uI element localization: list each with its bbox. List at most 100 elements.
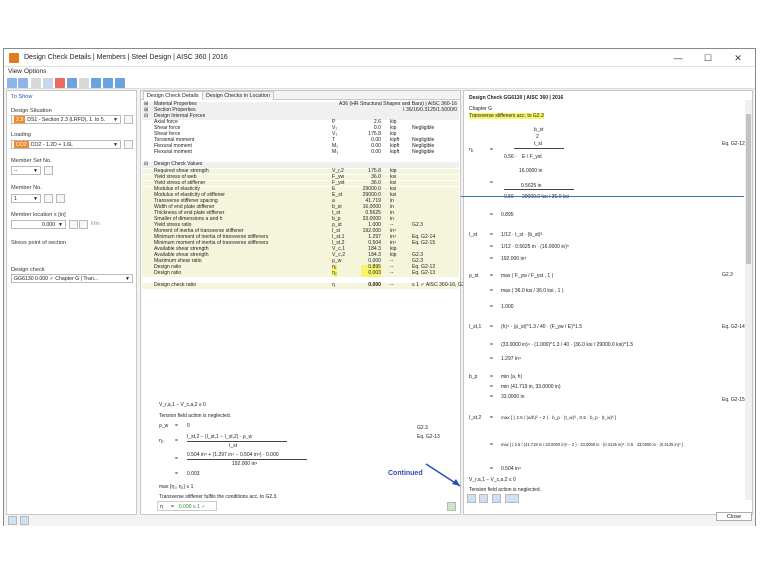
cell-c3: 0.000 <box>368 258 381 265</box>
group-row[interactable]: ⊟Design Internal Forces <box>142 113 459 120</box>
close-window-button[interactable]: ✕ <box>734 53 742 63</box>
pick-member-button[interactable] <box>44 194 53 203</box>
status-bar <box>4 516 755 526</box>
cell-c1: Section Properties <box>154 107 196 114</box>
equals: = <box>490 342 493 348</box>
tab-design-checks-in-location[interactable]: Design Checks in Location <box>202 91 274 100</box>
report-line: V_r,a,1 − V_c,a,2 ≤ 0 <box>469 477 516 483</box>
grid-icon[interactable] <box>43 78 53 88</box>
select-member-icon[interactable] <box>56 194 65 203</box>
next-location-button[interactable] <box>79 220 88 229</box>
cell-c3: 16.0000 <box>362 203 381 210</box>
formula-line: Tension field action is neglected. <box>159 413 231 419</box>
report-subtitle: Transverse stiffeners acc. to G2.3 <box>469 113 544 119</box>
scrollbar-thumb[interactable] <box>746 114 751 264</box>
equals: = <box>490 442 493 448</box>
cell-c2: M₂ <box>332 143 339 150</box>
formula-term: max [ ( 2.5 / (a/h)² − 2 ) · b_p · (t_w)… <box>501 415 617 420</box>
chevron-down-icon: ▼ <box>33 168 38 174</box>
result-box <box>157 501 217 511</box>
cell-c4: kipft <box>390 149 400 156</box>
formula-line: 0 <box>187 423 190 429</box>
cell-c4: in <box>390 203 394 210</box>
cell-c1: Flexural moment <box>154 143 192 150</box>
pick-member-set-button[interactable] <box>44 166 53 175</box>
formula-result: 0.504 in⁴ <box>501 466 521 472</box>
cell-c2: ρ_w <box>332 258 342 265</box>
report-tool-icon[interactable] <box>492 494 501 503</box>
eta1-label: η₁ <box>469 147 474 153</box>
formula-line: 192.000 in⁴ <box>232 461 258 467</box>
cell-c4: ksi <box>390 191 397 198</box>
design-check-select[interactable]: GG6130 0.000 ✓ Chapter G | Tran... ▼ <box>11 274 133 283</box>
print-icon[interactable] <box>103 78 113 88</box>
table-icon[interactable] <box>31 78 41 88</box>
next-situation-button[interactable] <box>124 115 133 124</box>
units-icon[interactable] <box>20 516 29 525</box>
cell-c1: Available shear strength <box>154 246 209 253</box>
cell-c1: Transverse stiffener spacing <box>154 197 218 204</box>
search-icon[interactable] <box>8 516 17 525</box>
cell-c2: b_p <box>332 215 341 222</box>
design-situation-tag: 2.3 <box>14 116 26 123</box>
report-scrollbar[interactable] <box>745 100 752 500</box>
cell-c2: T <box>332 137 336 144</box>
report-tool-icon[interactable] <box>479 494 488 503</box>
table-row: Minimum moment of inertia of transverse … <box>142 234 459 241</box>
member-icon[interactable] <box>67 78 77 88</box>
formula-line: Transverse stiffener fulfils the conditi… <box>159 494 278 500</box>
maximize-button[interactable]: ☐ <box>703 53 713 63</box>
cell-c2: V_c,2 <box>332 252 346 259</box>
member-select[interactable]: 1 ▼ <box>11 194 41 203</box>
expand-icon[interactable] <box>447 502 456 511</box>
location-unit: Min <box>91 221 101 227</box>
cell-c2: V_r,2 <box>332 167 344 174</box>
formula-term: 2 <box>536 134 539 140</box>
cell-c3: 0.00 <box>371 137 381 144</box>
cell-c4: -- <box>390 282 394 289</box>
minimize-button[interactable]: — <box>673 53 683 63</box>
menu-view[interactable]: View <box>8 68 22 75</box>
group-row[interactable]: ⊟Design Check Values <box>142 161 459 169</box>
equals: = <box>490 147 493 153</box>
formula-ref: Eq. G2-14 <box>722 324 745 330</box>
cell-c5: Negligible <box>412 137 435 144</box>
settings-icon[interactable] <box>115 78 125 88</box>
cell-c3: 29000.0 <box>362 191 381 198</box>
menu-options[interactable]: Options <box>24 68 47 75</box>
member-label: Member No. <box>11 185 42 191</box>
cell-c1: Modulus of elasticity <box>154 185 200 192</box>
cell-c3: 2.6 <box>373 119 381 126</box>
cell-c1: Shear force <box>154 131 181 138</box>
formula-line: 0.003 <box>187 471 200 477</box>
cell-c5: Negligible <box>412 125 435 132</box>
report-header: Design Check GG6130 | AISC 360 | 2016 <box>469 95 564 101</box>
ist-label: I_st <box>469 232 478 238</box>
cell-c4: in⁴ <box>390 228 397 234</box>
sort-icon[interactable] <box>79 78 89 88</box>
fraction-bar <box>504 189 574 190</box>
export-icon[interactable] <box>91 78 101 88</box>
cell-c3: 0.00 <box>371 149 381 156</box>
multi-select-icon[interactable] <box>18 78 28 88</box>
prev-location-button[interactable] <box>69 220 78 229</box>
equals: = <box>490 356 493 362</box>
select-icon[interactable] <box>7 78 17 88</box>
filter-icon[interactable] <box>55 78 65 88</box>
member-set-select[interactable]: -- ▼ <box>11 166 41 175</box>
next-loading-button[interactable] <box>124 140 133 149</box>
cell-c1: Design Check Values <box>154 161 203 168</box>
report-tool-icon[interactable] <box>467 494 476 503</box>
member-location-select[interactable]: 0.000 ▼ <box>11 220 66 229</box>
close-button[interactable]: Close <box>716 512 752 521</box>
print-menu-icon[interactable] <box>505 494 519 503</box>
tab-design-check-details[interactable]: Design Check Details <box>143 91 203 100</box>
